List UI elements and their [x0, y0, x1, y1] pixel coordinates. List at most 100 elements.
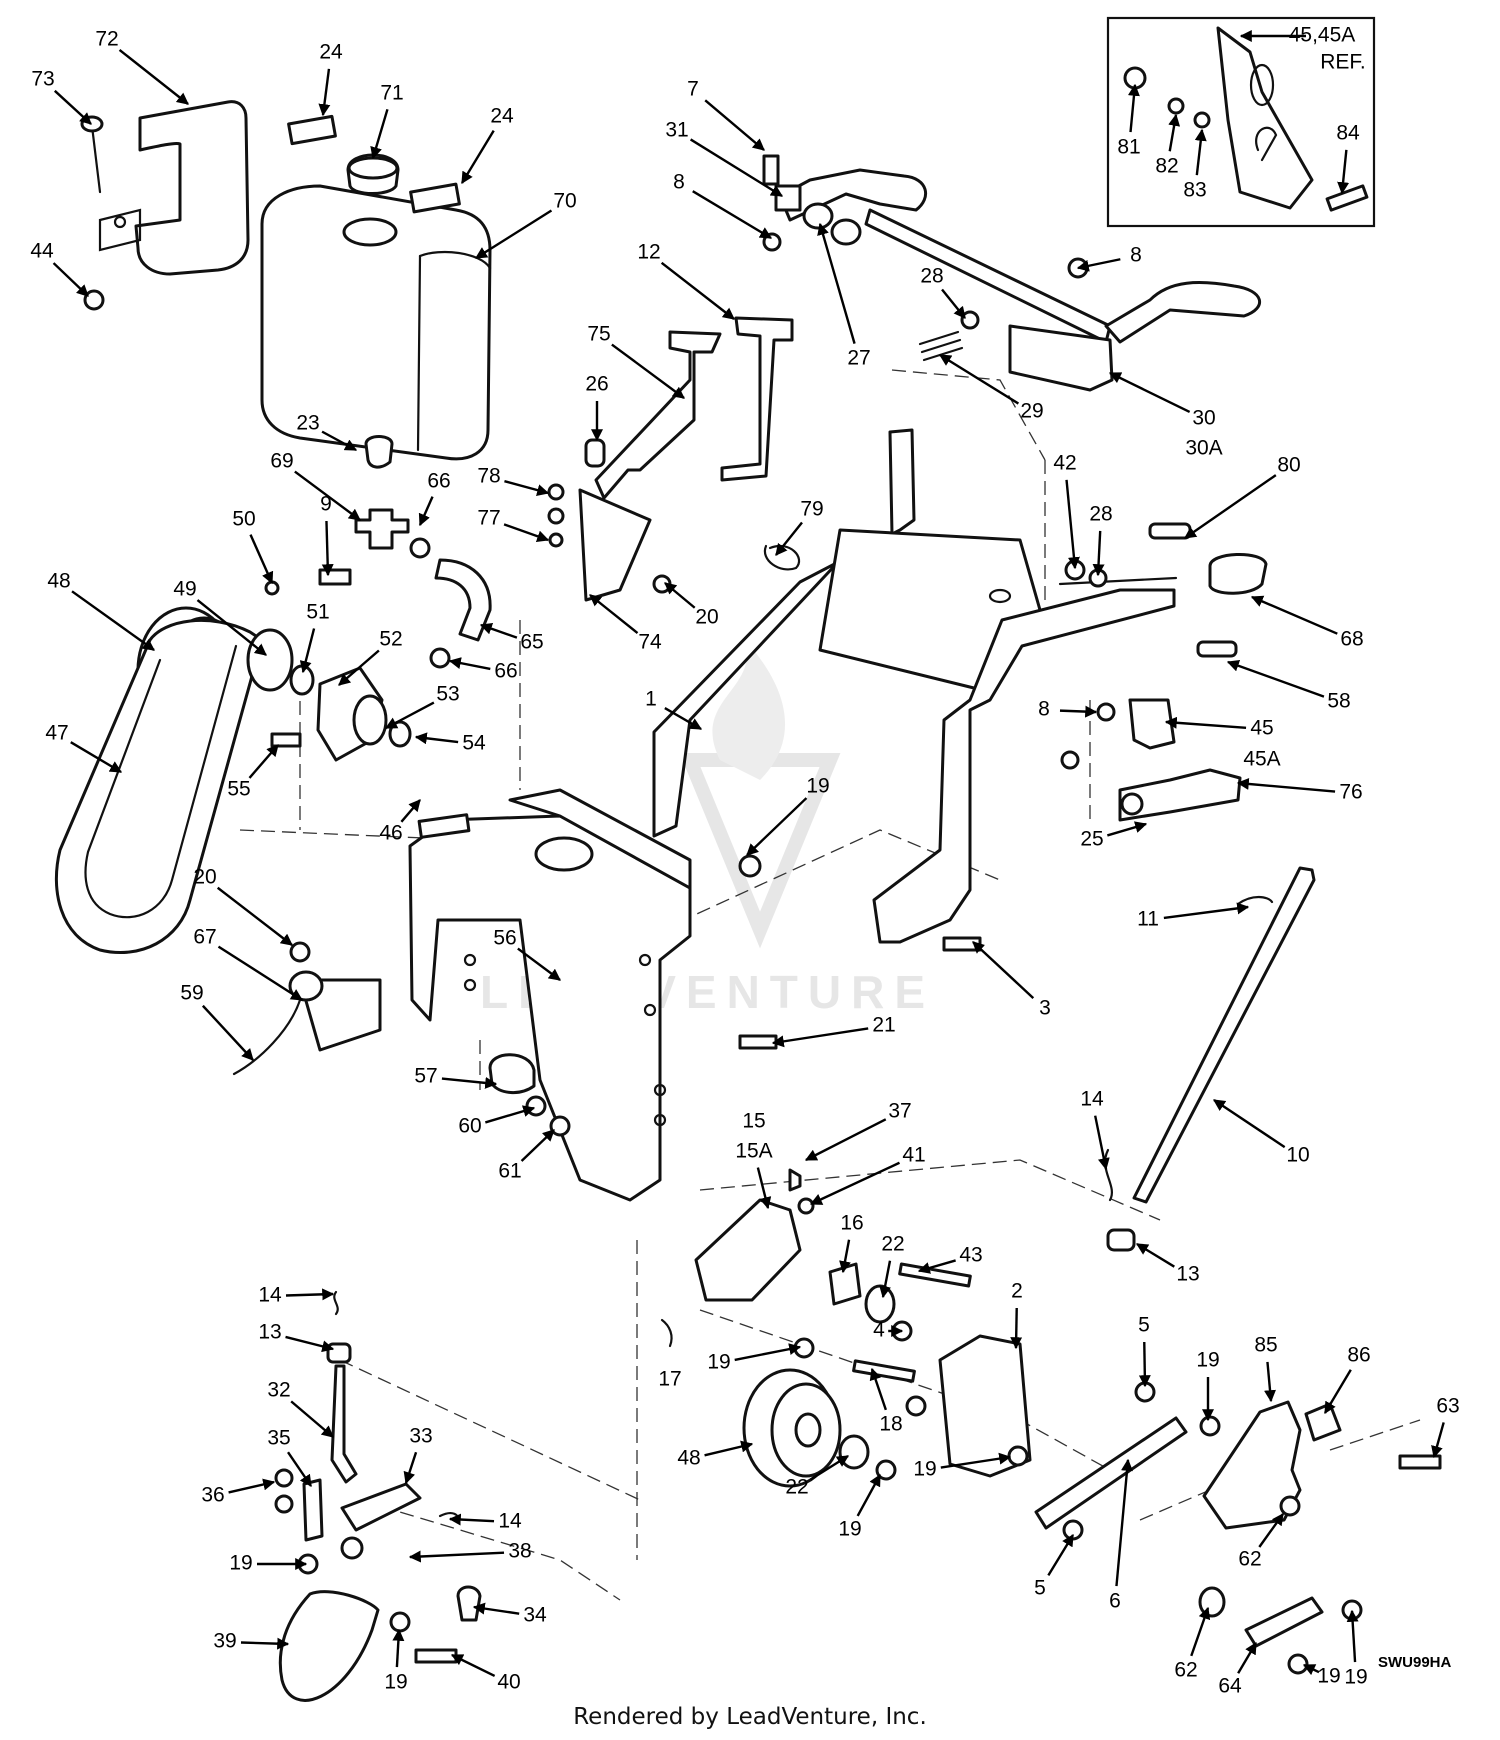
- wire-59: [232, 998, 302, 1076]
- leader-arrow: [1190, 1606, 1211, 1657]
- leader-arrow: [1163, 902, 1250, 920]
- leader-arrow: [517, 947, 561, 981]
- callout: 17: [658, 1368, 681, 1391]
- leader-arrow: [472, 1602, 520, 1615]
- leader-arrow: [1047, 1533, 1075, 1576]
- callout: 61: [498, 1129, 555, 1183]
- lever-12: [720, 316, 794, 482]
- callout: 53: [384, 683, 460, 730]
- nut-19f: [1199, 1415, 1221, 1437]
- leader-arrow: [1106, 821, 1148, 837]
- bushing-27b: [830, 218, 862, 246]
- callout-label: 28: [920, 265, 943, 288]
- leader-arrow: [869, 1367, 887, 1411]
- leader-arrow: [52, 262, 89, 297]
- callout: 37: [804, 1100, 912, 1162]
- callout-label: 62: [1174, 1659, 1197, 1682]
- callout-label: 19: [1344, 1666, 1367, 1689]
- callout: 80: [1184, 454, 1301, 539]
- callout-label: 13: [258, 1321, 281, 1344]
- leader-arrow: [474, 209, 553, 260]
- bearing-53: [352, 694, 388, 746]
- callout-label: 74: [638, 631, 662, 654]
- callout: 2: [1010, 1280, 1023, 1350]
- callout: 5: [1034, 1533, 1075, 1600]
- pin-14b: [333, 1290, 339, 1316]
- leader-arrow: [290, 1400, 334, 1438]
- callout-label: 7: [687, 78, 699, 101]
- callout: 8: [1076, 244, 1142, 272]
- callout-label: 19: [229, 1552, 252, 1575]
- callout: 66: [448, 657, 518, 683]
- callout-label: 64: [1218, 1675, 1242, 1698]
- callout: 38: [408, 1540, 532, 1563]
- callout-label: 76: [1339, 781, 1362, 804]
- bolt-40: [414, 1648, 458, 1664]
- callout: 27: [817, 222, 871, 370]
- knob-34: [456, 1585, 482, 1622]
- leader-arrow: [817, 222, 856, 344]
- callout-label: 53: [436, 683, 459, 706]
- callout-label: 19: [913, 1458, 936, 1481]
- leader-arrow: [384, 701, 435, 730]
- callout: 78: [477, 465, 550, 496]
- reference-inset: [1106, 16, 1376, 228]
- leader-arrow: [1264, 1361, 1276, 1403]
- callout: 77: [477, 507, 550, 543]
- callout: 19: [746, 775, 830, 856]
- leader-arrow: [321, 430, 358, 452]
- callout: 14: [258, 1284, 335, 1307]
- leader-arrow: [1092, 530, 1105, 577]
- callout: 46: [379, 799, 421, 845]
- idler-pulley-48: [742, 1368, 842, 1488]
- diagram-code: SWU99HA: [1378, 1654, 1452, 1671]
- leader-arrow: [664, 706, 703, 731]
- callout: 19: [1302, 1663, 1341, 1688]
- callout: 24: [318, 41, 343, 117]
- spacer-22: [864, 1284, 896, 1324]
- leader-arrow: [856, 1473, 882, 1517]
- strap-39: [278, 1590, 380, 1702]
- callout-label: 59: [180, 982, 203, 1005]
- callout-label: 37: [888, 1100, 911, 1123]
- callout: 67: [193, 926, 304, 1002]
- leader-arrow: [1135, 1242, 1175, 1268]
- callout: 21: [771, 1014, 896, 1048]
- callout-label: 18: [879, 1413, 902, 1436]
- callout: 30A: [1185, 437, 1222, 460]
- leader-arrow: [201, 1004, 254, 1061]
- callout-label: 9: [320, 493, 332, 516]
- callout: 59: [180, 982, 254, 1061]
- leader-arrow: [196, 599, 267, 656]
- spacer-16: [828, 1262, 862, 1306]
- leader-arrow: [216, 886, 293, 946]
- callout: 7: [687, 78, 765, 151]
- callout-label: 24: [490, 105, 514, 128]
- clamp-66-bottom: [429, 647, 451, 669]
- callout-label: 45A: [1243, 748, 1280, 771]
- bolt-55: [270, 732, 302, 748]
- callout: 4: [873, 1319, 904, 1342]
- callout: 85: [1254, 1334, 1278, 1403]
- callout: 11: [1137, 902, 1250, 931]
- handle-assembly-1: [652, 428, 1178, 944]
- setscrew-50: [264, 580, 280, 596]
- leader-arrow: [839, 1239, 851, 1274]
- arm-33: [340, 1482, 422, 1532]
- plate-2: [938, 1334, 1032, 1478]
- callout: 10: [1213, 1099, 1310, 1167]
- callout-label: 55: [227, 778, 250, 801]
- callout-label: 40: [497, 1671, 520, 1694]
- callout-label: 65: [520, 631, 543, 654]
- leader-arrow: [704, 1440, 754, 1457]
- callout: 19: [384, 1628, 408, 1694]
- leader-arrow: [1431, 1422, 1445, 1459]
- spacer-62b: [1198, 1586, 1226, 1618]
- screw-73: [90, 124, 102, 194]
- callout: 1: [645, 688, 703, 731]
- leader-arrow: [392, 1628, 405, 1668]
- callout-label: 62: [1238, 1548, 1261, 1571]
- callout-label: 25: [1080, 828, 1103, 851]
- leader-arrow: [1059, 705, 1098, 718]
